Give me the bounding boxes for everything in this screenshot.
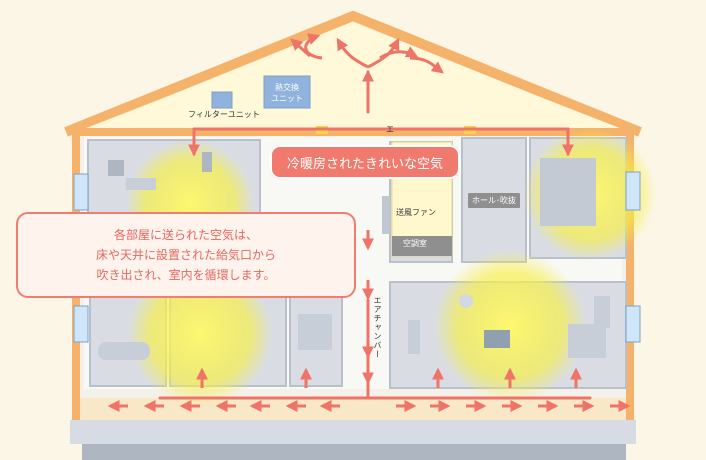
heat-exchange-unit-label-line1: 熱交換 [275, 83, 299, 92]
callout-line-2: 床や天井に設置された給気口から [95, 248, 276, 262]
e-mark: エ [386, 125, 394, 134]
fan-label: 送風ファン [396, 208, 436, 217]
attic-arrows [290, 33, 444, 74]
hall-label: ホール･吹抜 [468, 193, 520, 208]
filter-unit-label: フィルターユニット [188, 110, 260, 119]
clean-air-callout: 冷暖房されたきれいな空気 [270, 145, 460, 179]
air-circulation-callout: 各部屋に送られた空気は、 床や天井に設置された給気口から 吹き出され、室内を循環… [16, 212, 356, 298]
air-chamber-label: エアチャンバー [373, 296, 382, 359]
ac-room-label: 空調室 [399, 236, 431, 251]
floor-arrows [107, 186, 631, 412]
callout-line-3: 吹き出され、室内を循環します。 [96, 268, 276, 282]
heat-exchange-unit-label-line2: ユニット [271, 94, 303, 103]
heat-exchange-unit-label: 熱交換 ユニット [266, 78, 308, 108]
callout-line-1: 各部屋に送られた空気は、 [113, 228, 258, 242]
